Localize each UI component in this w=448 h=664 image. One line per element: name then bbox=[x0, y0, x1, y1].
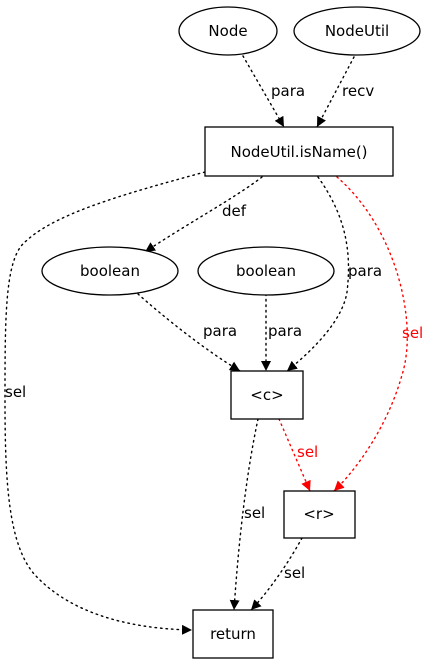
edge-label-sel: sel bbox=[297, 443, 318, 461]
edge-label-sel: sel bbox=[244, 504, 265, 522]
node-r[interactable]: <r> bbox=[283, 490, 356, 539]
node-c[interactable]: <c> bbox=[230, 370, 304, 420]
node-boolean-1[interactable]: boolean bbox=[41, 246, 179, 296]
node-isname[interactable]: NodeUtil.isName() bbox=[204, 126, 394, 177]
edge-boolean-to-c: para bbox=[137, 293, 241, 372]
edge-label-para: para bbox=[268, 322, 302, 340]
edge-isname-to-r: sel bbox=[333, 176, 423, 492]
edge-boolean2-to-c: para bbox=[261, 293, 302, 372]
edge-label-sel: sel bbox=[284, 564, 305, 582]
edge-isname-to-boolean: def bbox=[144, 176, 263, 253]
edge-isname-to-return: sel bbox=[4, 171, 206, 635]
svg-text:<r>: <r> bbox=[303, 505, 334, 523]
edge-label-sel: sel bbox=[402, 324, 423, 342]
edge-label-def: def bbox=[222, 202, 247, 220]
svg-text:boolean: boolean bbox=[80, 262, 140, 280]
node-node[interactable]: Node bbox=[178, 6, 278, 56]
edge-label-para: para bbox=[271, 82, 305, 100]
edge-r-to-return: sel bbox=[250, 537, 305, 611]
edge-nodeutil-to-isname: recv bbox=[316, 56, 374, 128]
edge-label-sel: sel bbox=[5, 383, 26, 401]
nodes: Node NodeUtil NodeUtil.isName() boolean … bbox=[41, 6, 421, 659]
edge-c-to-r: sel bbox=[278, 418, 318, 492]
node-boolean-2[interactable]: boolean bbox=[197, 246, 335, 296]
node-nodeutil[interactable]: NodeUtil bbox=[293, 6, 421, 56]
node-return[interactable]: return bbox=[192, 609, 274, 659]
edge-label-recv: recv bbox=[342, 82, 374, 100]
edge-node-to-isname: para bbox=[242, 55, 305, 128]
svg-text:<c>: <c> bbox=[250, 386, 283, 404]
edge-isname-to-c: para bbox=[286, 176, 382, 372]
svg-text:Node: Node bbox=[208, 22, 247, 40]
edge-label-para: para bbox=[203, 322, 237, 340]
svg-text:return: return bbox=[210, 625, 256, 643]
svg-text:NodeUtil.isName(): NodeUtil.isName() bbox=[230, 143, 367, 161]
edge-c-to-return: sel bbox=[229, 418, 265, 611]
svg-text:NodeUtil: NodeUtil bbox=[325, 22, 389, 40]
edges: para recv def para sel sel para para bbox=[4, 55, 423, 635]
edge-label-para: para bbox=[348, 262, 382, 280]
svg-text:boolean: boolean bbox=[236, 262, 296, 280]
